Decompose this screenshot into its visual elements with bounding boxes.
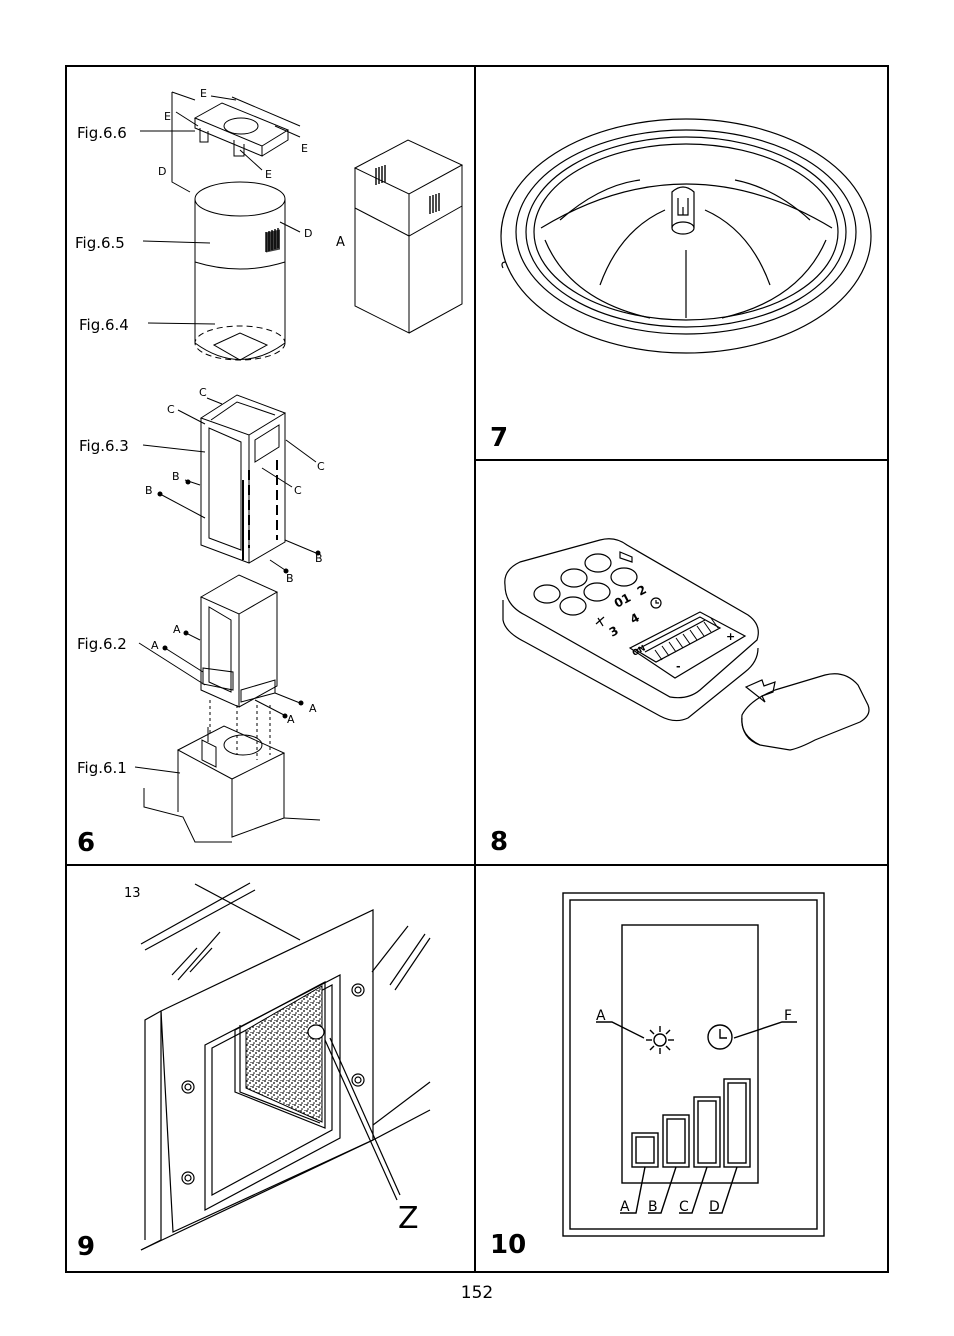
label-C: C (199, 386, 207, 399)
label-E: E (301, 142, 308, 155)
label-C: C (317, 460, 325, 473)
label-A: A (151, 639, 159, 652)
label-13: 13 (124, 886, 141, 901)
lighting-cover-drawing (500, 118, 872, 354)
label-fig-6-1: Fig.6.1 (77, 759, 127, 777)
figure-grid-frame (65, 65, 889, 1273)
label-speed-B: B (648, 1199, 658, 1215)
label-F-timer: F (784, 1008, 792, 1024)
remote-control-drawing: 01 2 3 4 ON - + (502, 538, 870, 751)
key-label-2: 2 (635, 582, 649, 598)
panel-fig-9: 13 Z 9 (67, 866, 474, 1271)
label-A: A (173, 623, 181, 636)
grid-divider-row (65, 864, 889, 866)
control-panel-drawing: A F A B C D (562, 892, 825, 1237)
label-B: B (286, 572, 294, 585)
label-fig-6-2: Fig.6.2 (77, 635, 127, 653)
panel-fig-7: 7 (476, 67, 889, 459)
label-fig-6-5: Fig.6.5 (75, 234, 125, 252)
label-A-light: A (596, 1008, 606, 1024)
label-E: E (200, 87, 207, 100)
figure-number-8: 8 (490, 827, 509, 857)
figure-number-9: 9 (77, 1232, 96, 1262)
panel-fig-6: Fig.6.6 Fig.6.5 Fig.6.4 Fig.6.3 Fig.6.2 … (67, 67, 474, 864)
label-fig-6-3: Fig.6.3 (79, 437, 129, 455)
label-E: E (164, 110, 171, 123)
label-speed-A: A (620, 1199, 630, 1215)
figure-number-7: 7 (490, 423, 509, 453)
label-C: C (294, 484, 302, 497)
page-number: 152 (460, 1283, 494, 1303)
label-B: B (172, 470, 180, 483)
label-B: B (145, 484, 153, 497)
label-D: D (158, 165, 166, 178)
figure-number-6: 6 (77, 828, 96, 858)
label-A-chimney: A (336, 235, 345, 250)
grid-divider-7-8 (475, 459, 889, 461)
label-fig-6-6: Fig.6.6 (77, 124, 127, 142)
exploded-chimney-drawing: Fig.6.6 Fig.6.5 Fig.6.4 Fig.6.3 Fig.6.2 … (75, 87, 464, 843)
key-label-4: 4 (628, 610, 642, 626)
label-D: D (304, 227, 312, 240)
label-speed-D: D (709, 1199, 720, 1215)
panel-fig-10: A F A B C D 10 (476, 866, 889, 1271)
panel-fig-8: 01 2 3 4 ON - + 8 (476, 461, 889, 864)
label-fig-6-4: Fig.6.4 (79, 316, 129, 334)
label-B: B (315, 552, 323, 565)
label-C: C (167, 403, 175, 416)
key-label-plus: + (726, 630, 735, 643)
label-speed-C: C (679, 1199, 689, 1215)
key-label-01: 01 (612, 590, 633, 610)
label-Z: Z (398, 1201, 419, 1236)
key-label-3: 3 (607, 623, 621, 639)
grid-vertical-divider (474, 65, 476, 1273)
label-A: A (309, 702, 317, 715)
figure-number-10: 10 (490, 1230, 527, 1260)
grease-filter-mesh (245, 985, 323, 1123)
key-label-minus: - (676, 660, 681, 673)
filter-install-drawing: 13 Z (124, 882, 431, 1251)
label-A: A (287, 713, 295, 726)
label-E: E (265, 168, 272, 181)
